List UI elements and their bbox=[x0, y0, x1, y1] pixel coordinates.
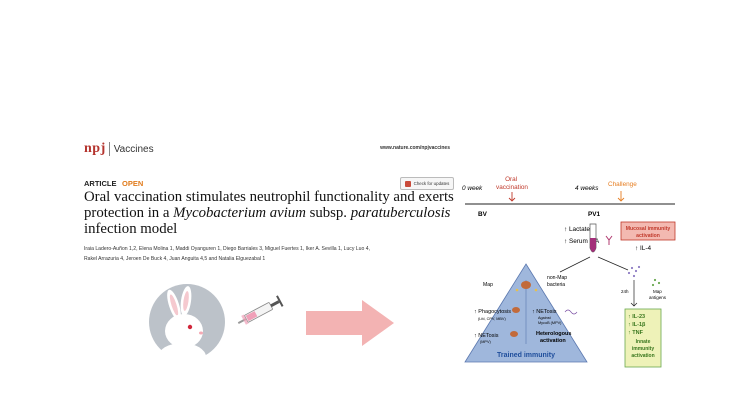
authors-line-2: Rakel Arrazuria 4, Jeroen De Buck 4, Jua… bbox=[84, 256, 266, 262]
trained-immunity-label: Trained immunity bbox=[497, 352, 555, 359]
tnf-label: ↑ TNF bbox=[628, 330, 644, 336]
vaccination-arrow-icon bbox=[508, 192, 516, 202]
challenge-label: Challenge bbox=[608, 181, 637, 188]
map-antigen-dots bbox=[627, 265, 661, 287]
rabbit-icon bbox=[149, 284, 225, 361]
check-for-updates-button[interactable]: Check for updates bbox=[400, 177, 454, 190]
journal-logo: npj bbox=[84, 141, 106, 156]
bv-label: BV bbox=[478, 211, 488, 218]
net-strands-icon bbox=[564, 309, 578, 315]
phagocyte-icon bbox=[512, 307, 520, 313]
tube-fill bbox=[590, 238, 596, 252]
oral-vaccination-label: Oral vaccination bbox=[496, 176, 528, 191]
serum-iga-label: ↑ Serum IgA bbox=[564, 238, 600, 245]
title-italic-2: paratuberculosis bbox=[350, 205, 451, 222]
heterologous-line-1: Heterologous bbox=[536, 331, 571, 337]
header-divider bbox=[108, 142, 110, 156]
tube-to-triangle-arrow bbox=[559, 256, 591, 273]
neutrophil-icon bbox=[521, 281, 531, 289]
journal-header: npj Vaccines bbox=[84, 140, 384, 158]
vaccination-line: vaccination bbox=[496, 184, 528, 191]
il4-label: ↑ IL-4 bbox=[635, 245, 651, 252]
netosis-left-sub: (MPV) bbox=[480, 340, 491, 344]
week4-label: 4 weeks bbox=[575, 185, 599, 192]
net-cell-icon bbox=[510, 331, 518, 337]
check-updates-label: Check for updates bbox=[413, 181, 450, 186]
netosis-right-sub-1: Against bbox=[538, 316, 552, 320]
authors-line-1: Iraia Ladero-Auñon 1,2, Elena Molina 1, … bbox=[84, 246, 370, 252]
24h-label: 24h bbox=[621, 289, 629, 294]
innate-line-2: immunity bbox=[632, 346, 654, 352]
crossmark-icon bbox=[404, 180, 411, 187]
week0-label: 0 week bbox=[462, 185, 483, 192]
non-map-line-1: non-Map bbox=[547, 275, 567, 281]
article-type: ARTICLE bbox=[84, 179, 117, 188]
map-antigens-line-2: antigens bbox=[649, 295, 667, 300]
mucosal-immunity-box bbox=[620, 221, 676, 241]
open-access-badge: OPEN bbox=[122, 179, 144, 188]
innate-line-3: activation bbox=[631, 353, 654, 359]
non-map-bacteria-icon bbox=[534, 288, 538, 292]
title-text-2: subsp. bbox=[305, 205, 351, 222]
phagocytosis-label: ↑ Phagocytosis bbox=[474, 309, 511, 315]
non-map-line-2: bacteria bbox=[547, 282, 565, 288]
paper-title: Oral vaccination stimulates neutrophil f… bbox=[84, 189, 454, 238]
journal-name: Vaccines bbox=[113, 143, 154, 155]
title-text-1: Oral vaccination stimulates neutrophil f… bbox=[84, 189, 454, 222]
il1b-label: ↑ IL-1β bbox=[628, 322, 646, 328]
challenge-arrow-icon bbox=[617, 191, 625, 202]
24h-arrow-icon bbox=[630, 280, 638, 307]
syringe-icon bbox=[237, 295, 284, 325]
innate-immunity-box bbox=[624, 308, 662, 368]
oral-line: Oral bbox=[505, 176, 517, 183]
author-list: Iraia Ladero-Auñon 1,2, Elena Molina 1, … bbox=[84, 244, 444, 264]
title-text-3: infection model bbox=[84, 221, 178, 238]
il23-label: ↑ IL-23 bbox=[628, 314, 645, 320]
antibody-icon bbox=[605, 235, 613, 245]
netosis-right-sub-2: MycoB (MPV) bbox=[538, 321, 562, 325]
netosis-right-label: ↑ NETosis bbox=[532, 309, 557, 315]
tube-to-cytokine-arrow bbox=[597, 256, 629, 271]
title-italic-1: Mycobacterium avium bbox=[173, 205, 306, 222]
netosis-left-label: ↑ NETosis bbox=[474, 333, 499, 339]
journal-url[interactable]: www.nature.com/npjvaccines bbox=[380, 145, 450, 151]
phagocytosis-sub: (Lfd, CPV, MBV) bbox=[478, 317, 506, 321]
innate-line-1: Innate bbox=[636, 339, 651, 345]
map-left-label: Map bbox=[483, 282, 493, 288]
flow-arrow-icon bbox=[306, 300, 394, 346]
mucosal-line-2: activation bbox=[636, 233, 660, 239]
map-antigens-line-1: Map bbox=[653, 289, 662, 294]
lactate-label: ↑ Lactate bbox=[564, 226, 590, 233]
map-bacteria-icon bbox=[515, 288, 519, 292]
heterologous-line-2: activation bbox=[540, 338, 566, 344]
study-diagram: 0 week Oral vaccination 4 weeks Challeng… bbox=[462, 176, 676, 368]
mucosal-line-1: Mucosal immunity bbox=[626, 226, 671, 232]
pv1-label: PV1 bbox=[588, 211, 601, 218]
